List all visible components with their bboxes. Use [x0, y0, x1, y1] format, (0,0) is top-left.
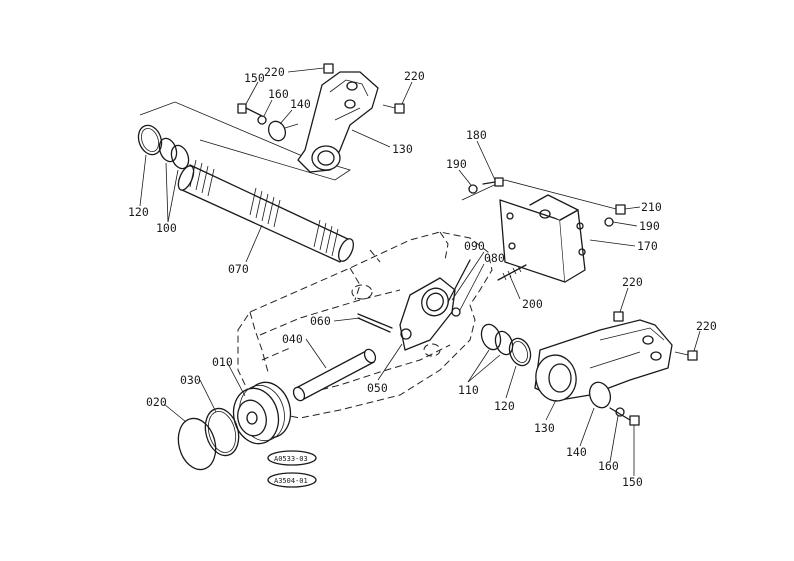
- label-020: 020: [146, 395, 167, 409]
- snap-ring-120-left: [137, 124, 163, 156]
- label-180: 180: [466, 128, 487, 142]
- label-170: 170: [637, 239, 658, 253]
- label-030: 030: [180, 373, 201, 387]
- pin-060: [357, 313, 393, 333]
- label-190-a: 190: [446, 157, 467, 171]
- ring-100-a: [158, 137, 178, 163]
- label-190-b: 190: [639, 219, 660, 233]
- label-210: 210: [641, 200, 662, 214]
- lift-arm-130-top: [297, 71, 379, 173]
- bolt-220-top-a: [323, 63, 334, 74]
- washer-080: [451, 307, 461, 317]
- label-060: 060: [310, 314, 331, 328]
- bolt-180: [482, 177, 504, 187]
- label-080: 080: [484, 251, 505, 265]
- label-200: 200: [522, 297, 543, 311]
- rod-040: [292, 348, 377, 402]
- label-120-left: 120: [128, 205, 149, 219]
- label-100: 100: [156, 221, 177, 235]
- lift-arm-050: [399, 277, 456, 351]
- group-outline-right: [461, 179, 621, 211]
- ring-020: [177, 417, 217, 471]
- label-140-right: 140: [566, 445, 587, 459]
- label-150-top: 150: [244, 71, 265, 85]
- tag-code-top: A0533-03: [274, 455, 308, 463]
- label-120-right: 120: [494, 399, 515, 413]
- snap-ring-120-right: [508, 337, 532, 367]
- plate-140-right: [588, 381, 612, 409]
- bracket-170: [499, 194, 586, 283]
- ring-110-b: [494, 330, 514, 356]
- lift-arm-130-right: [534, 319, 673, 402]
- label-140-top: 140: [290, 97, 311, 111]
- seal-030: [204, 407, 240, 457]
- washer-160-top: [257, 115, 267, 125]
- tag-code-bottom: A3504-01: [274, 477, 308, 485]
- bolt-220-right-b: [674, 350, 698, 361]
- drawing-tags: A0533-03 A3504-01: [267, 450, 317, 488]
- label-160-right: 160: [598, 459, 619, 473]
- label-010: 010: [212, 355, 233, 369]
- label-050: 050: [367, 381, 388, 395]
- tag-oval-bottom: [267, 472, 317, 488]
- washer-190-b: [604, 217, 614, 227]
- bolt-220-top-b: [382, 103, 405, 114]
- label-160-top: 160: [268, 87, 289, 101]
- bolt-220-right-a: [613, 311, 624, 322]
- pin-090: [447, 259, 471, 303]
- label-070: 070: [228, 262, 249, 276]
- label-220-top-a: 220: [264, 65, 285, 79]
- label-040: 040: [282, 332, 303, 346]
- label-220-right-b: 220: [696, 319, 717, 333]
- washer-190-a: [468, 184, 478, 194]
- leader-lines: [139, 67, 701, 476]
- stud-200: [497, 264, 527, 281]
- label-220-right-a: 220: [622, 275, 643, 289]
- transmission-housing: [237, 231, 493, 419]
- ring-110-a: [480, 323, 502, 351]
- bolt-150-top: [237, 103, 263, 117]
- plate-140-top: [267, 120, 299, 142]
- piston-010: [232, 381, 292, 445]
- tag-oval-top: [267, 450, 317, 466]
- label-220-top-b: 220: [404, 69, 425, 83]
- label-110: 110: [458, 383, 479, 397]
- label-130-right: 130: [534, 421, 555, 435]
- bolt-150-right: [609, 407, 640, 426]
- part-labels: 220 220 150 160 140 130 120 100 070 180 …: [128, 65, 717, 489]
- nut-210: [615, 204, 626, 215]
- label-150-right: 150: [622, 475, 643, 489]
- label-130-top: 130: [392, 142, 413, 156]
- splined-shaft-070: [177, 159, 354, 263]
- ring-100-b: [170, 144, 190, 170]
- label-090: 090: [464, 239, 485, 253]
